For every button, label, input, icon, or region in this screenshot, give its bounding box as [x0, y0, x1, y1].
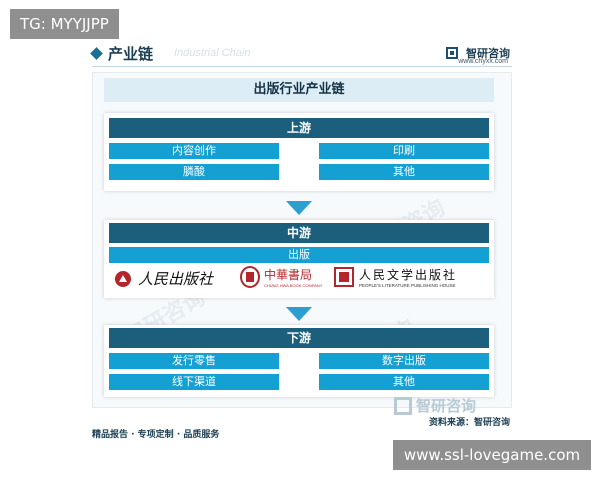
midstream-header: 中游: [109, 223, 489, 243]
header: 产业链 Industrial Chain 智研咨询 www.chyxx.com: [90, 42, 512, 68]
plw-seal-icon: [334, 267, 354, 287]
midstream-section: 中游 出版 人民出版社 中華書局 CHUNG HWA BOOK COMPANY …: [104, 220, 494, 298]
header-subtitle: Industrial Chain: [174, 47, 251, 59]
upstream-item: 膦酸: [109, 164, 279, 180]
downstream-section: 下游 发行零售 数字出版 线下渠道 其他: [104, 325, 494, 397]
bottom-watermark-text: 智研咨询: [416, 397, 477, 415]
down-arrow-icon: [286, 307, 312, 321]
logo-plw: 人民文学出版社 PEOPLE'S LITERATURE PUBLISHING H…: [334, 266, 457, 288]
footer-tagline: 精品报告 · 专项定制 · 品质服务: [92, 430, 220, 440]
diamond-icon: [90, 47, 103, 60]
overlay-tag: TG: MYYJJPP: [10, 9, 119, 39]
diagram-title: 出版行业产业链: [104, 78, 494, 102]
header-divider: [92, 66, 512, 67]
downstream-item: 线下渠道: [109, 374, 279, 390]
brand-name: 智研咨询: [466, 46, 510, 60]
header-title: 产业链: [108, 45, 154, 63]
downstream-item: 其他: [319, 374, 489, 390]
bottom-watermark: 智研咨询: [394, 395, 476, 416]
upstream-item: 内容创作: [109, 143, 279, 159]
upstream-header: 上游: [109, 118, 489, 138]
downstream-header: 下游: [109, 328, 489, 348]
logo-zhonghua-name: 中華書局: [264, 268, 313, 282]
brand: 智研咨询: [445, 42, 510, 60]
logo-plw-english: PEOPLE'S LITERATURE PUBLISHING HOUSE: [359, 283, 456, 288]
downstream-item: 数字出版: [319, 353, 489, 369]
upstream-item: 其他: [319, 164, 489, 180]
upstream-section: 上游 内容创作 印刷 膦酸 其他: [104, 113, 494, 191]
url-overlay: www.ssl-lovegame.com: [393, 440, 591, 470]
logo-zhonghua-english: CHUNG HWA BOOK COMPANY: [264, 283, 323, 288]
logo-people-press-name: 人民出版社: [138, 270, 214, 288]
zhonghua-book-seal-icon: [240, 266, 260, 288]
down-arrow-icon: [286, 201, 312, 215]
downstream-item: 发行零售: [109, 353, 279, 369]
logo-plw-name: 人民文学出版社: [359, 268, 458, 282]
people-press-seal-icon: [115, 270, 131, 287]
brand-logo-icon: [445, 46, 458, 59]
source-note: 资料来源：智研咨询: [428, 418, 510, 428]
logo-zhonghua: 中華書局 CHUNG HWA BOOK COMPANY: [240, 266, 322, 288]
midstream-sublabel: 出版: [109, 247, 489, 263]
logo-people-press: 人民出版社: [114, 268, 213, 289]
brand-logo-icon: [394, 396, 412, 415]
brand-url: www.chyxx.com: [458, 58, 508, 65]
upstream-item: 印刷: [319, 143, 489, 159]
